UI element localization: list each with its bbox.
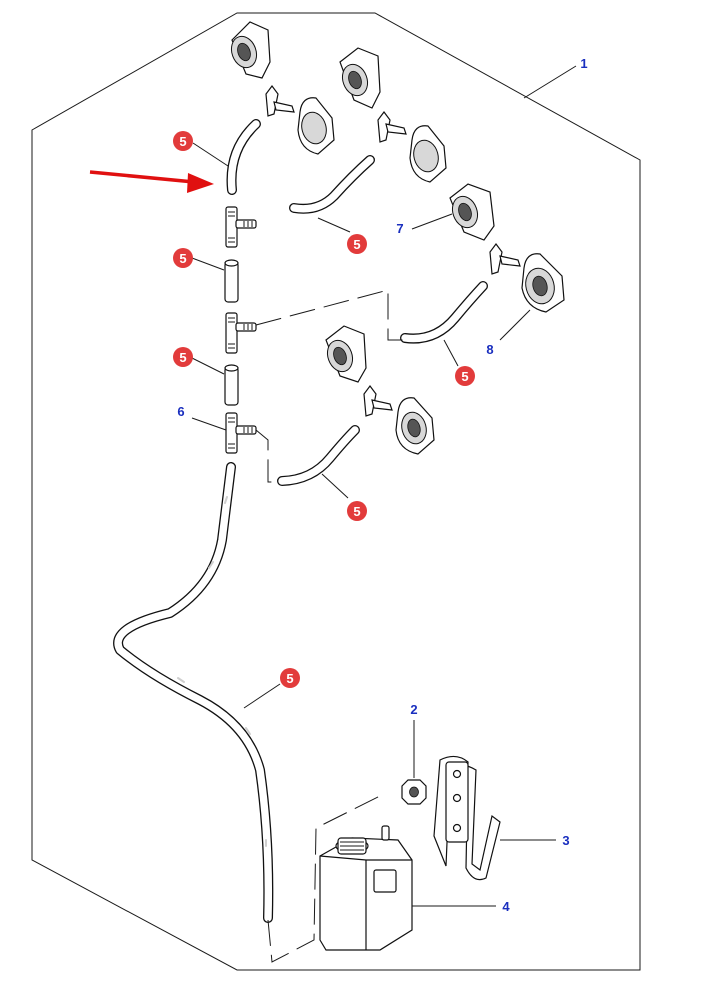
callout-badge-hose-main: 5 (280, 668, 300, 688)
washer-nozzle-item-7 (449, 183, 495, 241)
callout-badge-hose-middle-right: 5 (455, 366, 475, 386)
callout-number-3: 3 (562, 833, 569, 848)
callout-badge-hose-upper-right: 5 (347, 234, 367, 254)
callout-badge-hose-upper: 5 (173, 131, 193, 151)
washer-reservoir (319, 825, 413, 951)
washer-nozzle-top-right (339, 47, 381, 109)
hose-upper-right (289, 155, 375, 214)
hose-upper-left-curved (226, 119, 261, 195)
hose-lower-right (277, 425, 360, 486)
hose-middle-right (400, 281, 488, 344)
hose-long-main (113, 462, 274, 923)
nozzle-elbow-fitting-item-7 (489, 243, 521, 275)
svg-text:5: 5 (353, 237, 360, 252)
hex-nut (401, 779, 427, 805)
assembly-line-middle (255, 289, 404, 341)
tee-connector-lower (225, 412, 257, 454)
tee-connector-upper (225, 206, 257, 248)
svg-text:5: 5 (353, 504, 360, 519)
svg-text:5: 5 (179, 251, 186, 266)
mounting-bracket (433, 755, 501, 881)
callout-number-8: 8 (486, 342, 493, 357)
highlight-pointer-arrow (89, 170, 214, 193)
callout-badge-pipe-upper: 5 (173, 248, 193, 268)
svg-text:5: 5 (179, 350, 186, 365)
callout-badge-pipe-lower: 5 (173, 347, 193, 367)
svg-text:5: 5 (461, 369, 468, 384)
leader-lines (191, 65, 577, 907)
nozzle-clip-top-left (297, 97, 335, 155)
washer-nozzle-top-left (230, 21, 271, 79)
tee-connector-middle (225, 312, 257, 354)
connector-pipe-lower (224, 364, 239, 406)
assembly-frame-outline (31, 12, 641, 971)
nozzle-clip-top-right (409, 125, 447, 183)
nozzle-elbow-fitting-top-left (265, 85, 295, 117)
callout-number-6: 6 (177, 404, 184, 419)
svg-text:5: 5 (179, 134, 186, 149)
callout-number-4: 4 (502, 899, 510, 914)
washer-nozzle-lower-left (325, 325, 367, 383)
svg-text:5: 5 (286, 671, 293, 686)
nozzle-elbow-fitting-top-right (377, 111, 407, 143)
nozzle-clip-lower-right (395, 397, 435, 455)
callout-number-7: 7 (396, 221, 403, 236)
assembly-line-lower (255, 429, 280, 483)
callout-number-2: 2 (410, 702, 417, 717)
callout-badge-hose-lower-right: 5 (347, 501, 367, 521)
nozzle-elbow-fitting-lower (363, 385, 393, 417)
connector-pipe-upper (224, 259, 239, 303)
assembly-line-reservoir (267, 793, 385, 963)
callout-number-1: 1 (580, 56, 587, 71)
washer-nozzle-item-8 (521, 253, 565, 313)
